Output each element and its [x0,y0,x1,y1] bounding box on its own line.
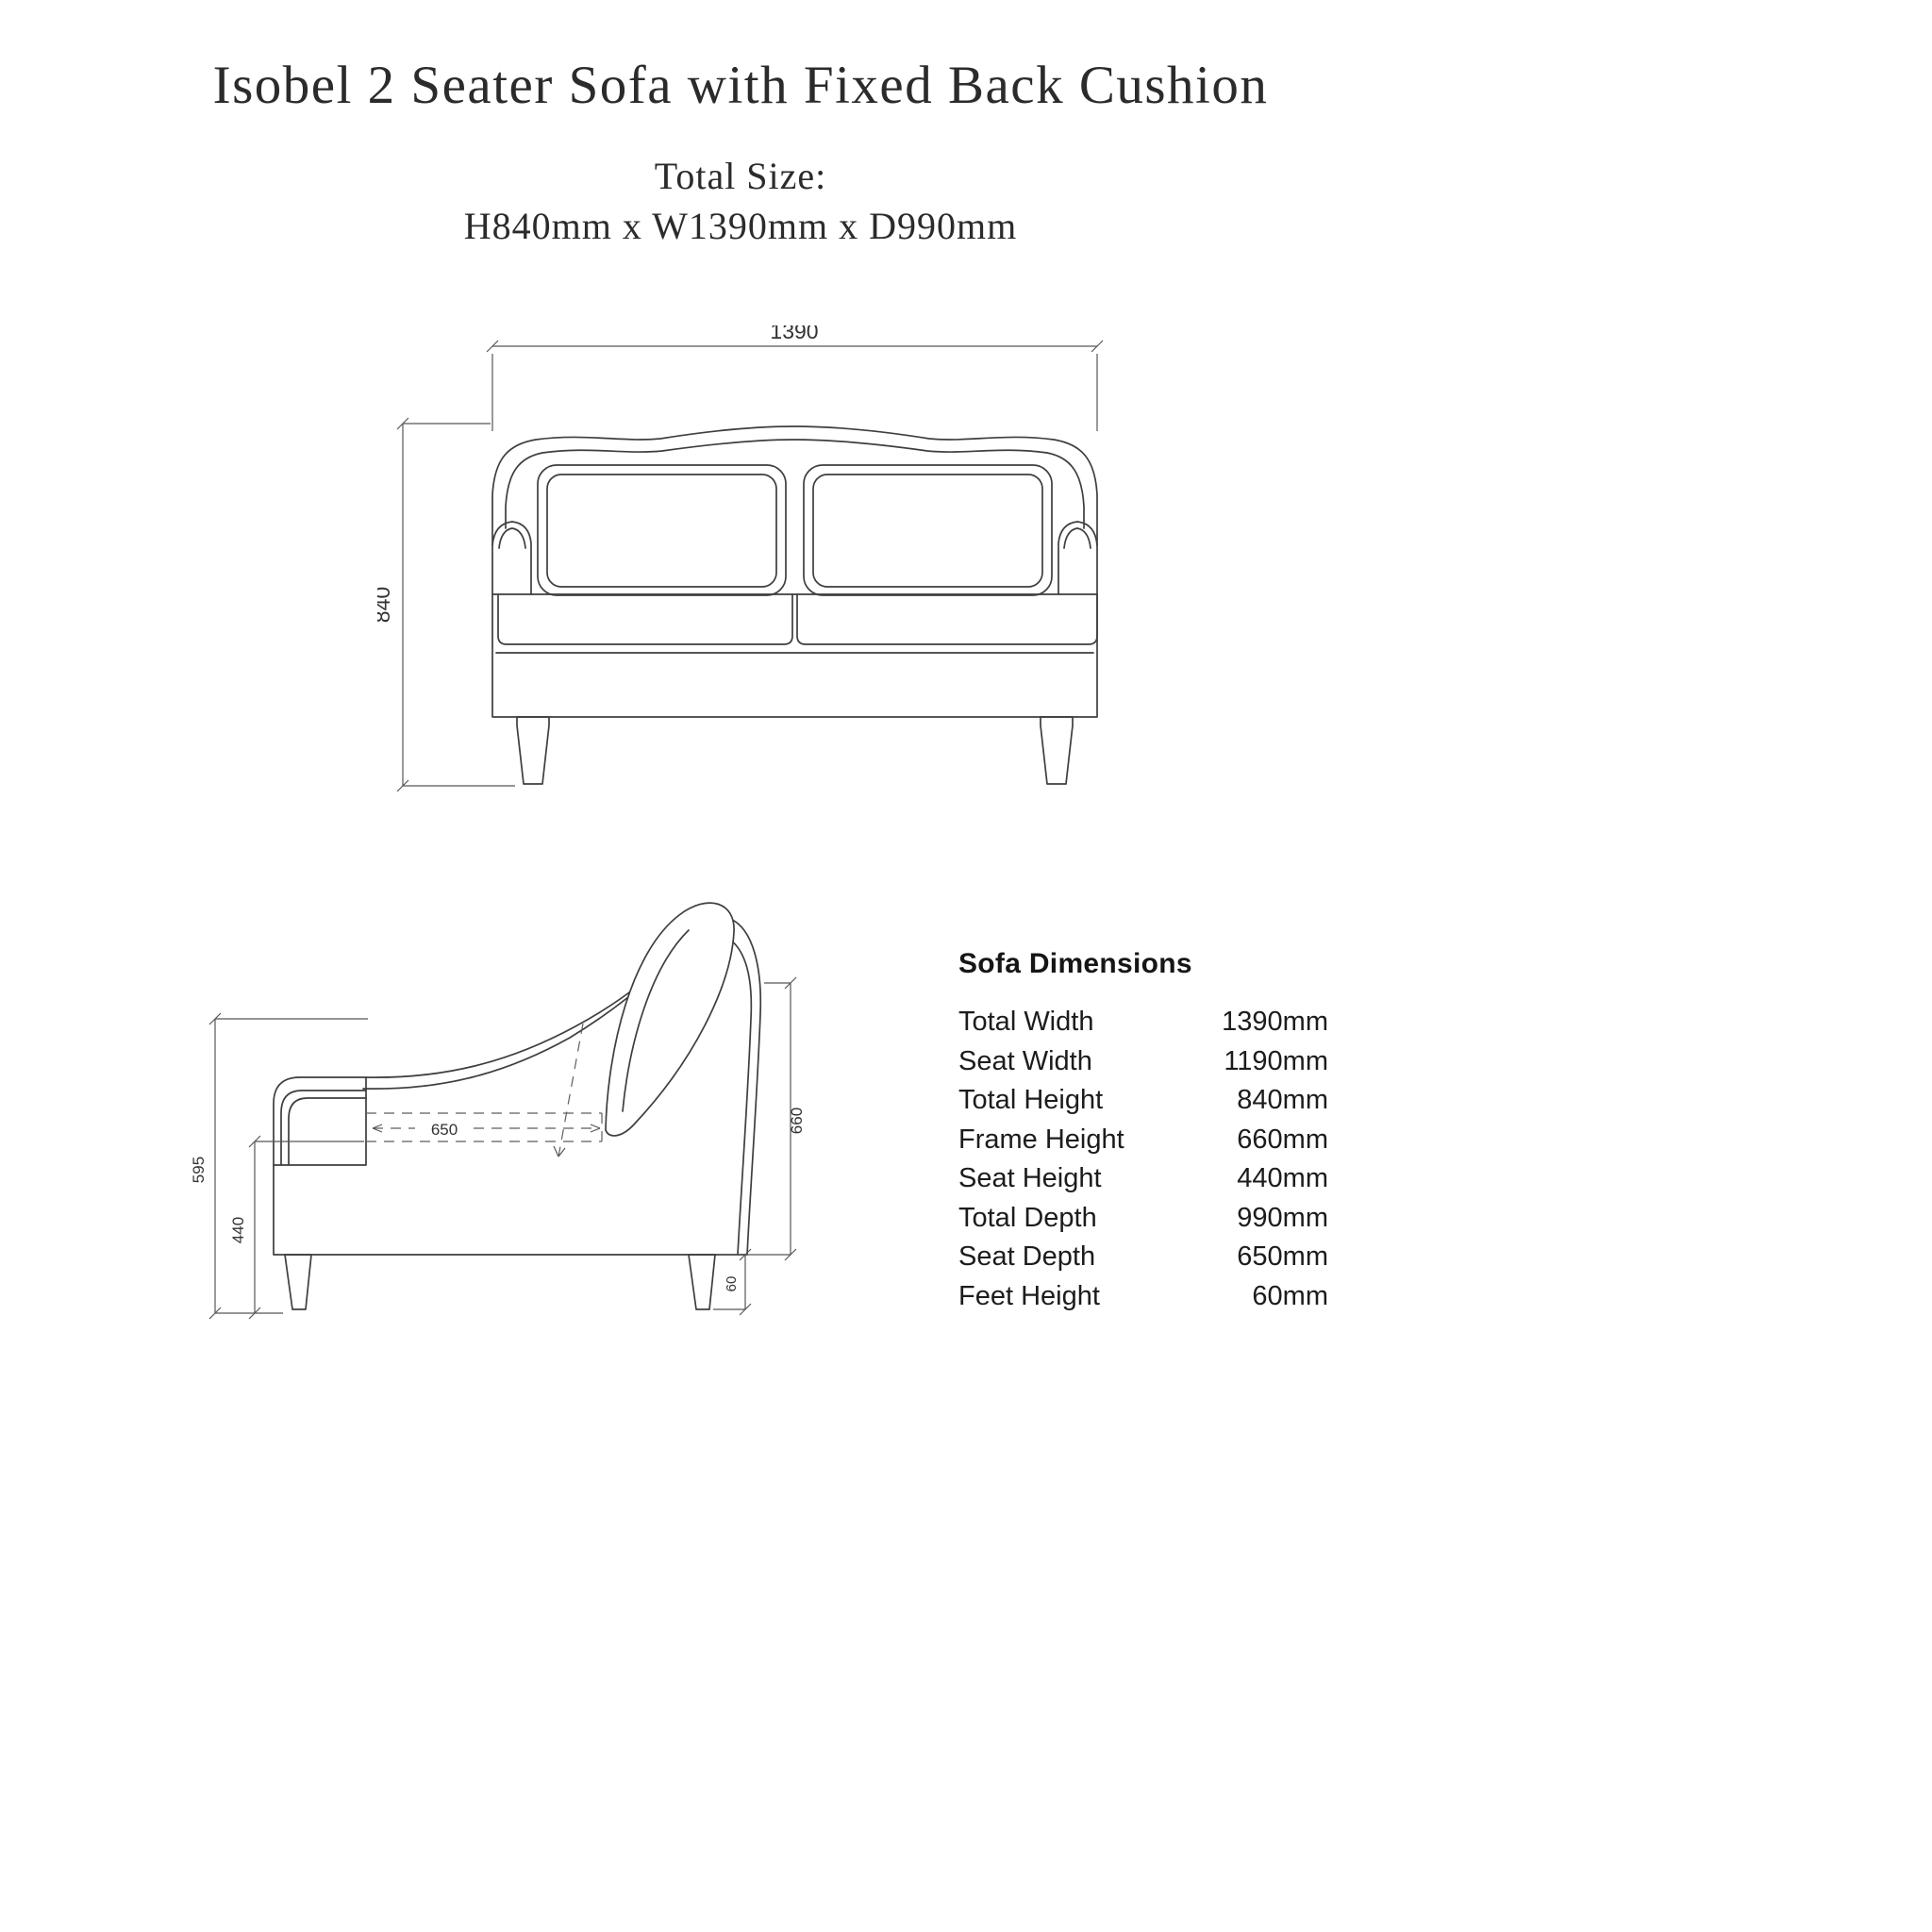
dimension-value: 1190mm [1224,1045,1328,1076]
side-hidden-seat-lines [366,1023,603,1158]
dimension-row: Total Depth 990mm [958,1203,1328,1242]
page-title: Isobel 2 Seater Sofa with Fixed Back Cus… [212,56,1269,115]
dimension-label: Total Depth [958,1202,1097,1233]
side-feet [284,1254,716,1310]
side-arm-height-dimension: 595 [190,1157,208,1183]
total-size-label: Total Size: [654,155,827,197]
dimension-label: Feet Height [958,1280,1100,1311]
dimension-value: 650mm [1237,1241,1328,1272]
dimension-value: 1390mm [1222,1007,1328,1037]
dimension-row: Total Height 840mm [958,1085,1328,1124]
dimensions-table-title: Sofa Dimensions [958,948,1192,979]
front-feet [516,716,1074,785]
dimension-label: Seat Depth [958,1241,1096,1272]
dimension-row: Seat Height 440mm [958,1163,1328,1203]
front-arms-and-seat [491,521,1098,654]
dimension-value: 660mm [1237,1124,1328,1155]
side-arm-panel [273,1076,367,1166]
side-back-cushion [605,902,735,1137]
front-dimension-lines [396,340,1104,792]
side-seat-depth-dimension: 650 [431,1121,458,1139]
front-sofa-outline [491,425,1098,718]
dimension-value: 60mm [1252,1280,1328,1311]
dimension-value: 440mm [1237,1163,1328,1193]
dimension-label: Seat Width [958,1045,1092,1076]
side-frame-height-dimension: 660 [788,1108,806,1134]
dimension-value: 990mm [1237,1202,1328,1233]
sofa-front-elevation-drawing: 1390 840 [377,325,1104,792]
dimension-row: Feet Height 60mm [958,1281,1328,1321]
total-size-value: H840mm x W1390mm x D990mm [463,205,1018,247]
dimension-label: Frame Height [958,1124,1124,1155]
side-seat-height-dimension: 440 [229,1217,247,1243]
sofa-side-elevation-drawing: 595 440 650 660 60 [190,902,806,1320]
front-height-dimension: 840 [377,587,394,623]
dimension-row: Total Width 1390mm [958,1007,1328,1046]
dimension-label: Total Height [958,1085,1104,1115]
front-back-cushions [537,464,1053,596]
dimension-row: Frame Height 660mm [958,1124,1328,1164]
side-feet-height-dimension: 60 [724,1276,740,1292]
dimension-label: Seat Height [958,1163,1102,1193]
front-width-dimension: 1390 [770,325,818,343]
dimension-label: Total Width [958,1007,1094,1037]
side-dimension-lines [208,976,797,1320]
dimension-row: Seat Width 1190mm [958,1046,1328,1086]
dimension-value: 840mm [1237,1085,1328,1115]
dimensions-table: Sofa Dimensions Total Width 1390mm Seat … [958,948,1328,1320]
dimension-row: Seat Depth 650mm [958,1241,1328,1281]
